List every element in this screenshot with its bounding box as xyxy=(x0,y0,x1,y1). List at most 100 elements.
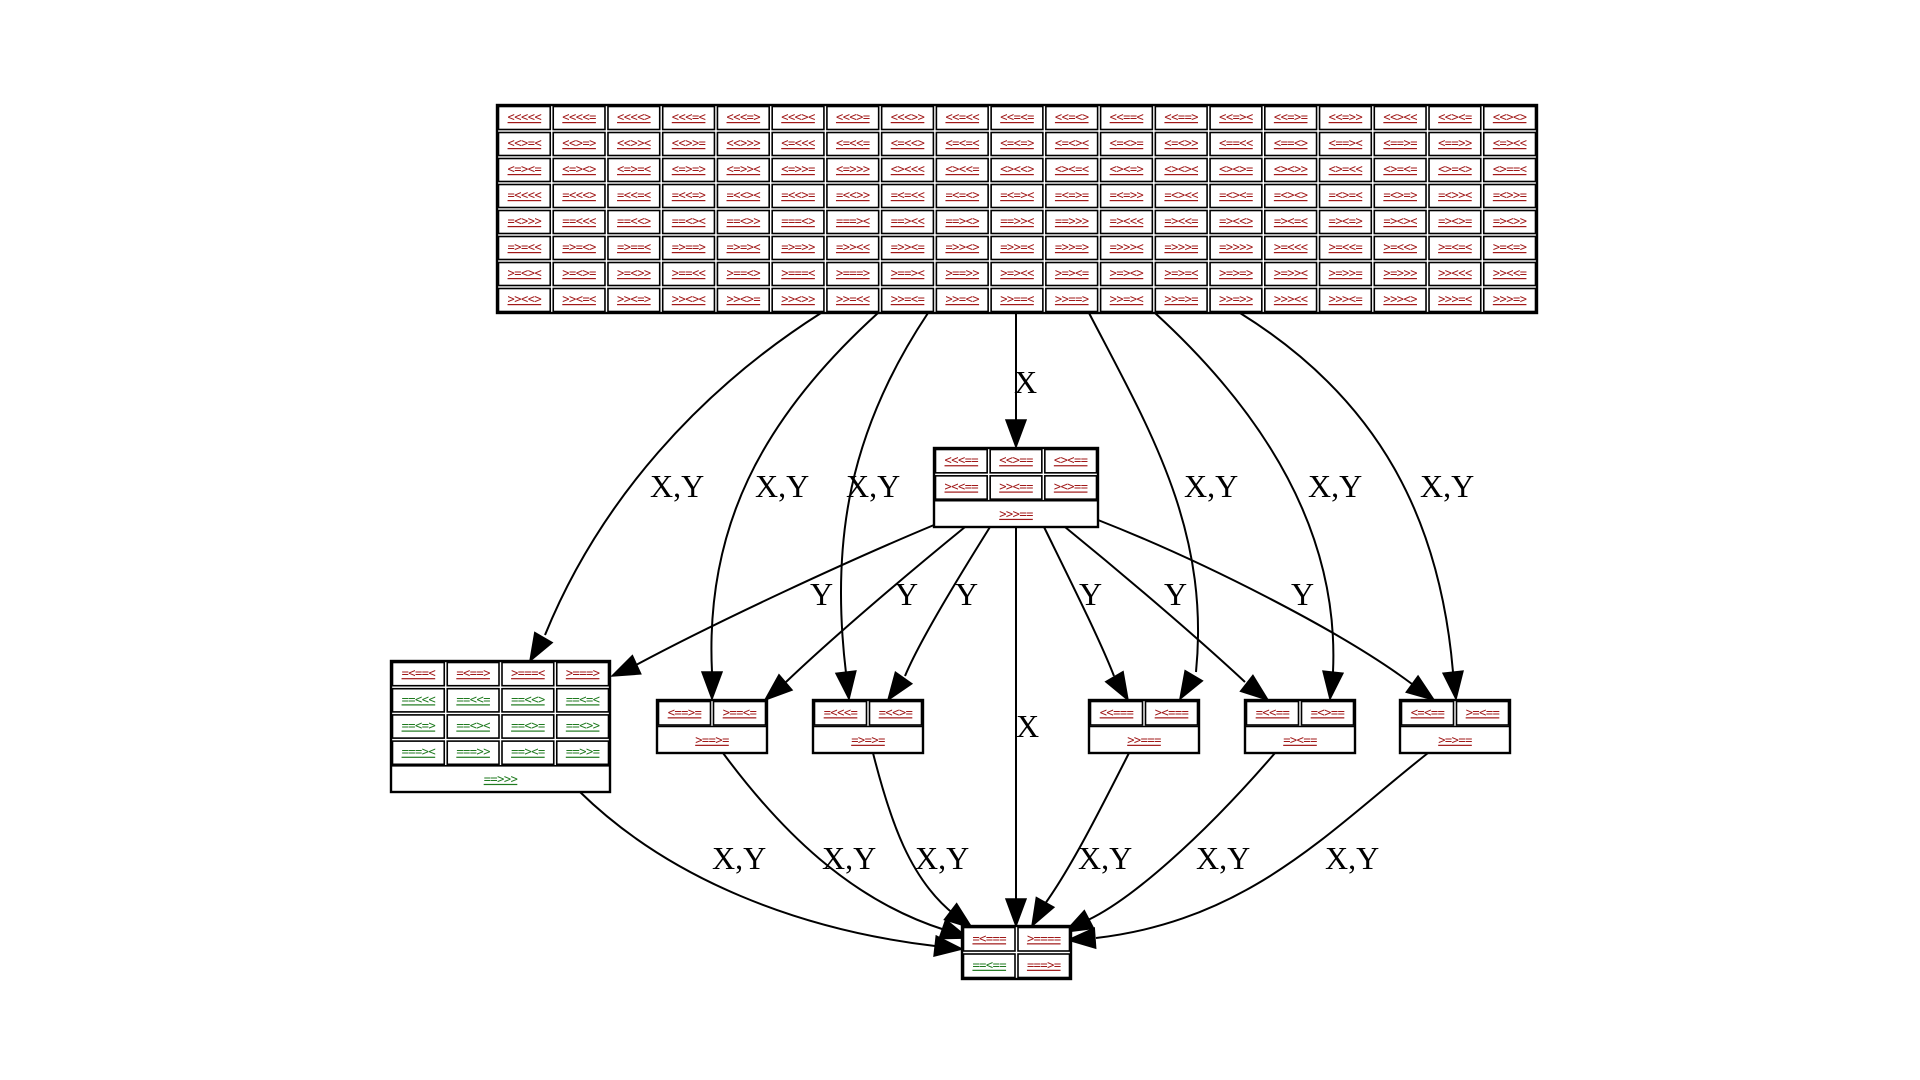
node-top-cell xyxy=(552,287,606,313)
node-top-state: <<>>> xyxy=(727,136,761,150)
node-left-cell xyxy=(555,740,610,766)
node-top-cell xyxy=(880,183,935,209)
node-mid-frame xyxy=(932,446,1100,529)
node-top-cell xyxy=(880,131,935,157)
node-top-cell xyxy=(1373,183,1427,209)
node-top-cell xyxy=(826,105,880,131)
edge-label-mid-b5: Y xyxy=(1291,576,1314,612)
edge-layer xyxy=(528,312,1464,957)
node-top-cell xyxy=(990,235,1044,261)
node-top-cell xyxy=(880,235,935,261)
node-top-cell xyxy=(661,287,716,313)
node-left-state: ===>< xyxy=(402,745,436,759)
node-top-cell xyxy=(1373,131,1427,157)
node-top-cell xyxy=(1482,261,1537,287)
edge-top-b4-arrowhead xyxy=(1322,670,1345,702)
node-top-cell xyxy=(1209,261,1263,287)
edge-b3-sink-line xyxy=(1041,752,1130,909)
node-top-cell xyxy=(497,131,552,157)
node-top-state: <<<>> xyxy=(891,110,925,124)
node-top-cell xyxy=(716,131,770,157)
node-top-cell xyxy=(771,183,825,209)
node-top-state: ==>>< xyxy=(1000,214,1034,228)
node-left-cell xyxy=(555,687,610,713)
node-top-cell xyxy=(880,261,935,287)
edge-mid-b5-arrowhead xyxy=(1405,674,1436,702)
node-top-cell xyxy=(1428,209,1482,235)
node-top-state: =<><= xyxy=(1219,188,1253,202)
node-top-state: =<><> xyxy=(1274,188,1308,202)
node-top-state: =<=<> xyxy=(945,188,979,202)
node-mid-state: >><== xyxy=(999,480,1033,494)
node-top-state: <<=<< xyxy=(945,110,979,124)
edge-label-top-b5: X,Y xyxy=(1420,468,1474,504)
edge-b3-sink xyxy=(1030,752,1130,928)
node-top-cell xyxy=(1209,287,1263,313)
node-top-cell xyxy=(552,183,606,209)
node-top-state: >=>>< xyxy=(1274,266,1308,280)
node-left-state: ===>> xyxy=(456,745,490,759)
node-top-cell xyxy=(1318,287,1373,313)
node-top-state: >=<>> xyxy=(617,266,651,280)
node-top-state: <=><< xyxy=(1493,136,1527,150)
node-top-state: =<<>= xyxy=(781,188,815,202)
node-top-cell xyxy=(607,183,661,209)
node-top-state: >===> xyxy=(836,266,870,280)
edge-mid-b3-arrowhead xyxy=(1104,670,1130,702)
edge-label-top-b4: X,Y xyxy=(1308,468,1362,504)
node-top-state: <<<=> xyxy=(727,110,761,124)
node-b2-state: =<<>= xyxy=(879,705,913,719)
node-top-state: <<>=> xyxy=(562,136,596,150)
node-top-cell xyxy=(1045,287,1099,313)
node-top-state: =<=>= xyxy=(1055,188,1089,202)
node-top-state: =><>< xyxy=(1383,214,1417,228)
node-top-state: <==>> xyxy=(1438,136,1472,150)
node-mid-state: <<>== xyxy=(999,453,1033,467)
node-top-state: <=<>= xyxy=(1110,136,1144,150)
node-top-cell xyxy=(1045,105,1099,131)
node-top-state: <=><> xyxy=(562,162,596,176)
node-top-cell xyxy=(935,209,989,235)
node-top-state: =>==> xyxy=(672,240,706,254)
node-top-cell xyxy=(1482,105,1537,131)
node-top-state: =<<<> xyxy=(562,188,596,202)
node-b5-state: >=<== xyxy=(1466,705,1500,719)
node-top-state: =>><> xyxy=(945,240,979,254)
node-top-cell xyxy=(552,157,606,183)
node-top-cell xyxy=(552,261,606,287)
node-top-cell xyxy=(1482,209,1537,235)
node-b1-cell xyxy=(657,700,712,726)
node-top-cell xyxy=(1045,209,1099,235)
node-mid-cell xyxy=(934,448,988,474)
node-top-cell xyxy=(771,157,825,183)
edge-mid-left xyxy=(610,524,935,677)
node-top-state: <=><= xyxy=(508,162,542,176)
node-top-state: <=>>= xyxy=(781,162,815,176)
edge-b3-sink-arrowhead xyxy=(1030,896,1056,928)
node-top-cell xyxy=(826,261,880,287)
node-top-cell xyxy=(552,235,606,261)
node-top-state: =><=> xyxy=(1329,214,1363,228)
node-top-state: <>=<> xyxy=(1438,162,1472,176)
node-top-state: <<<<< xyxy=(508,110,542,124)
node-sink-cell xyxy=(1017,926,1071,952)
node-left-state: ==><= xyxy=(511,745,545,759)
node-b4-state: =<<== xyxy=(1256,705,1290,719)
node-b4-state: =<>== xyxy=(1311,705,1345,719)
edge-mid-left-line xyxy=(635,524,935,666)
node-top-cell xyxy=(1264,105,1318,131)
edge-mid-b1-arrowhead xyxy=(763,673,794,702)
node-b5: <=<==>=<==>=>== xyxy=(1398,698,1512,755)
node-top-state: >>>=< xyxy=(1438,292,1472,306)
edge-left-sink-arrowhead xyxy=(933,934,965,957)
node-top-cell xyxy=(1209,209,1263,235)
node-top-cell xyxy=(935,183,989,209)
node-top-state: =<>>< xyxy=(1438,188,1472,202)
node-left-cell xyxy=(501,740,555,766)
node-top-state: <=>>< xyxy=(727,162,761,176)
node-top-cell xyxy=(1428,235,1482,261)
node-top-state: <<=<= xyxy=(1000,110,1034,124)
node-top-cell xyxy=(1045,261,1099,287)
node-top-cell xyxy=(1154,209,1208,235)
edge-label-top-left: X,Y xyxy=(650,468,704,504)
